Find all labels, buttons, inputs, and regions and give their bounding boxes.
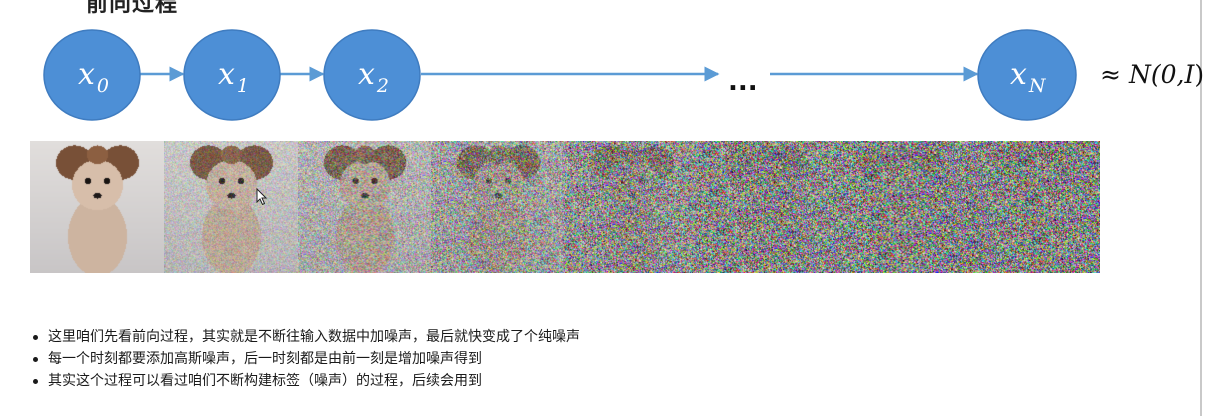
svg-text:x2: x2 — [358, 57, 389, 97]
node-xN-sub: N — [1028, 75, 1047, 97]
bullet-item: 这里咱们先看前向过程，其实就是不断往输入数据中加噪声，最后就快变成了个纯噪声 — [32, 326, 580, 348]
bullet-item: 每一个时刻都要添加高斯噪声，后一时刻都是由前一刻是增加噪声得到 — [32, 348, 580, 370]
bullet-item: 其实这个过程可以看过咱们不断构建标签（噪声）的过程，后续会用到 — [32, 370, 580, 392]
node-x0-sub: 0 — [97, 75, 109, 97]
svg-text:xN: xN — [1010, 57, 1047, 97]
svg-text:x0: x0 — [78, 57, 109, 97]
distribution-var: I — [1183, 60, 1195, 89]
approx-symbol: ≈ — [1100, 60, 1121, 89]
noise-frame-2 — [297, 141, 432, 273]
page-title: 前向过程 — [86, 0, 179, 17]
bullet-list: 这里咱们先看前向过程，其实就是不断往输入数据中加噪声，最后就快变成了个纯噪声 每… — [32, 326, 580, 392]
noise-frame-3 — [431, 141, 565, 273]
slide-edge-divider — [1200, 0, 1202, 416]
distribution-post: ) — [1194, 60, 1204, 89]
mouse-cursor-icon — [256, 188, 268, 206]
noise-frame-7 — [966, 141, 1100, 273]
node-x2-sub: 2 — [376, 75, 389, 97]
noise-progression-strip — [30, 141, 1100, 273]
noise-frame-6 — [832, 141, 967, 273]
distribution-pre: N(0, — [1128, 60, 1184, 89]
node-x1-base: x — [218, 57, 235, 92]
noise-frame-1 — [163, 141, 298, 273]
node-x1-sub: 1 — [237, 75, 249, 97]
svg-text:x1: x1 — [218, 57, 249, 97]
ellipsis: ... — [728, 67, 758, 97]
node-xN-base: x — [1010, 57, 1027, 92]
noise-frame-0 — [30, 141, 164, 273]
node-x2-base: x — [358, 57, 375, 92]
node-x0-base: x — [78, 57, 95, 92]
noise-frame-5 — [698, 141, 833, 273]
noise-frame-4 — [565, 141, 699, 273]
gaussian-distribution-label: ≈N(0,I) — [1100, 60, 1204, 89]
